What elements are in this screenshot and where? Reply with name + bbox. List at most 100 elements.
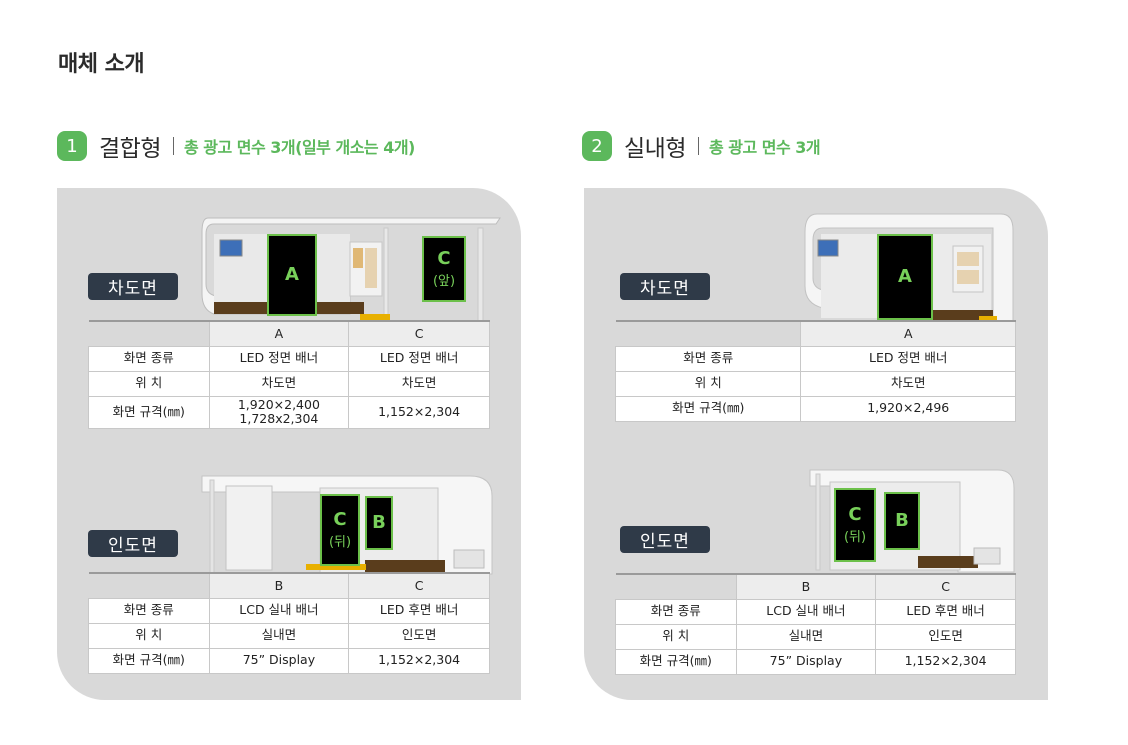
table-header-row: B C <box>615 573 1016 600</box>
section-title: 결합형 <box>99 136 161 162</box>
sidewalk-label: 인도면 <box>620 526 710 553</box>
table-row: 위 치 차도면 차도면 <box>88 370 490 397</box>
ad-screen-a: A <box>877 234 933 320</box>
row-label: 화면 규격(㎜) <box>88 395 210 429</box>
roadside-spec-table: A C 화면 종류 LED 정면 배너 LED 정면 배너 위 치 차도면 차도… <box>88 320 490 429</box>
section-description: 총 광고 면수 3개 <box>708 138 821 157</box>
ad-screen-c-front: C (앞) <box>422 236 466 302</box>
table-header-row: B C <box>88 572 490 599</box>
table-corner-cell <box>615 573 737 600</box>
table-cell: LED 후면 배너 <box>348 597 490 624</box>
table-column-header: B <box>735 573 877 600</box>
divider <box>697 137 699 155</box>
sidewalk-spec-table: B C 화면 종류 LCD 실내 배너 LED 후면 배너 위 치 실내면 인도… <box>615 573 1016 675</box>
screen-sub-label: (앞) <box>432 273 456 289</box>
table-row: 화면 규격(㎜) 1,920×2,400 1,728x2,304 1,152×2… <box>88 395 490 429</box>
table-cell: LED 정면 배너 <box>348 345 490 372</box>
table-cell: 인도면 <box>875 623 1016 650</box>
table-cell: 실내면 <box>208 622 350 649</box>
sidewalk-label: 인도면 <box>88 530 178 557</box>
page-title: 매체 소개 <box>58 52 145 77</box>
table-row: 화면 규격(㎜) 75” Display 1,152×2,304 <box>88 647 490 674</box>
row-label: 위 치 <box>88 622 210 649</box>
table-column-header: A <box>208 320 350 347</box>
ad-screen-a: A <box>267 234 317 316</box>
sidewalk-spec-table: B C 화면 종류 LCD 실내 배너 LED 후면 배너 위 치 실내면 인도… <box>88 572 490 674</box>
table-column-header: C <box>348 320 490 347</box>
table-row: 화면 종류 LCD 실내 배너 LED 후면 배너 <box>615 598 1016 625</box>
row-label: 위 치 <box>88 370 210 397</box>
table-header-row: A <box>615 320 1016 347</box>
table-corner-cell <box>615 320 802 347</box>
section-title: 실내형 <box>624 136 686 162</box>
row-label: 위 치 <box>615 623 737 650</box>
table-row: 화면 종류 LED 정면 배너 LED 정면 배너 <box>88 345 490 372</box>
table-row: 위 치 실내면 인도면 <box>615 623 1016 650</box>
screen-letter: A <box>898 266 912 287</box>
cell-line: 1,728x2,304 <box>239 411 319 426</box>
table-corner-cell <box>88 572 210 599</box>
table-cell: 차도면 <box>800 370 1016 397</box>
table-cell: LED 후면 배너 <box>875 598 1016 625</box>
table-cell: LED 정면 배너 <box>208 345 350 372</box>
screen-letter: C <box>848 503 862 525</box>
table-cell-multi: 1,920×2,400 1,728x2,304 <box>208 395 350 429</box>
table-cell: 75” Display <box>735 648 877 675</box>
table-row: 화면 규격(㎜) 75” Display 1,152×2,304 <box>615 648 1016 675</box>
bus-shelter-sidewalk-illustration: C (뒤) B <box>200 474 495 576</box>
table-cell: 차도면 <box>208 370 350 397</box>
table-cell: 인도면 <box>348 622 490 649</box>
row-label: 화면 종류 <box>615 598 737 625</box>
screen-letter: C <box>437 247 451 269</box>
roadside-label: 차도면 <box>88 273 178 300</box>
screen-sub-label: (뒤) <box>328 534 352 550</box>
section-1-header: 1 결합형 총 광고 면수 3개(일부 개소는 4개) <box>57 131 415 162</box>
table-row: 화면 규격(㎜) 1,920×2,496 <box>614 395 1016 422</box>
table-header-row: A C <box>88 320 490 347</box>
indoor-shelter-sidewalk-illustration: C (뒤) B <box>808 468 1016 574</box>
table-cell: LCD 실내 배너 <box>208 597 350 624</box>
row-label: 화면 규격(㎜) <box>88 647 210 674</box>
row-label: 화면 규격(㎜) <box>614 395 802 422</box>
roadside-label: 차도면 <box>620 273 710 300</box>
table-cell: LED 정면 배너 <box>800 345 1016 372</box>
row-label: 위 치 <box>614 370 802 397</box>
row-label: 화면 규격(㎜) <box>615 648 737 675</box>
section-number-badge: 1 <box>57 131 87 161</box>
table-cell: LCD 실내 배너 <box>735 598 877 625</box>
section-2-header: 2 실내형 총 광고 면수 3개 <box>582 131 821 162</box>
bus-shelter-roadside-illustration: A C (앞) <box>200 214 510 326</box>
table-cell: 1,920×2,496 <box>800 395 1016 422</box>
table-cell: 1,152×2,304 <box>875 648 1016 675</box>
table-column-header: C <box>348 572 490 599</box>
row-label: 화면 종류 <box>88 597 210 624</box>
ad-screen-c-back: C (뒤) <box>834 488 876 562</box>
table-cell: 1,152×2,304 <box>348 395 490 429</box>
ad-screen-c-back: C (뒤) <box>320 494 360 566</box>
table-row: 화면 종류 LCD 실내 배너 LED 후면 배너 <box>88 597 490 624</box>
screen-letter: B <box>372 512 386 533</box>
ad-screen-b: B <box>365 496 393 550</box>
table-column-header: A <box>800 320 1016 347</box>
section-description: 총 광고 면수 3개(일부 개소는 4개) <box>183 138 415 157</box>
table-column-header: C <box>875 573 1016 600</box>
cell-line: 1,920×2,400 <box>237 396 320 412</box>
screen-letter: A <box>285 264 299 285</box>
divider <box>172 137 174 155</box>
table-corner-cell <box>88 320 210 347</box>
screen-letter: C <box>333 508 347 530</box>
table-cell: 차도면 <box>348 370 490 397</box>
table-row: 위 치 차도면 <box>614 370 1016 397</box>
indoor-shelter-roadside-illustration: A <box>803 212 1015 328</box>
roadside-spec-table: A 화면 종류 LED 정면 배너 위 치 차도면 화면 규격(㎜) 1,920… <box>614 320 1016 422</box>
ad-screen-b: B <box>884 492 920 550</box>
screen-letter: B <box>895 510 909 531</box>
table-cell: 75” Display <box>208 647 350 674</box>
table-row: 화면 종류 LED 정면 배너 <box>614 345 1016 372</box>
section-number-badge: 2 <box>582 131 612 161</box>
table-cell: 1,152×2,304 <box>348 647 490 674</box>
screen-sub-label: (뒤) <box>843 529 867 545</box>
row-label: 화면 종류 <box>614 345 802 372</box>
table-cell: 실내면 <box>735 623 877 650</box>
table-row: 위 치 실내면 인도면 <box>88 622 490 649</box>
